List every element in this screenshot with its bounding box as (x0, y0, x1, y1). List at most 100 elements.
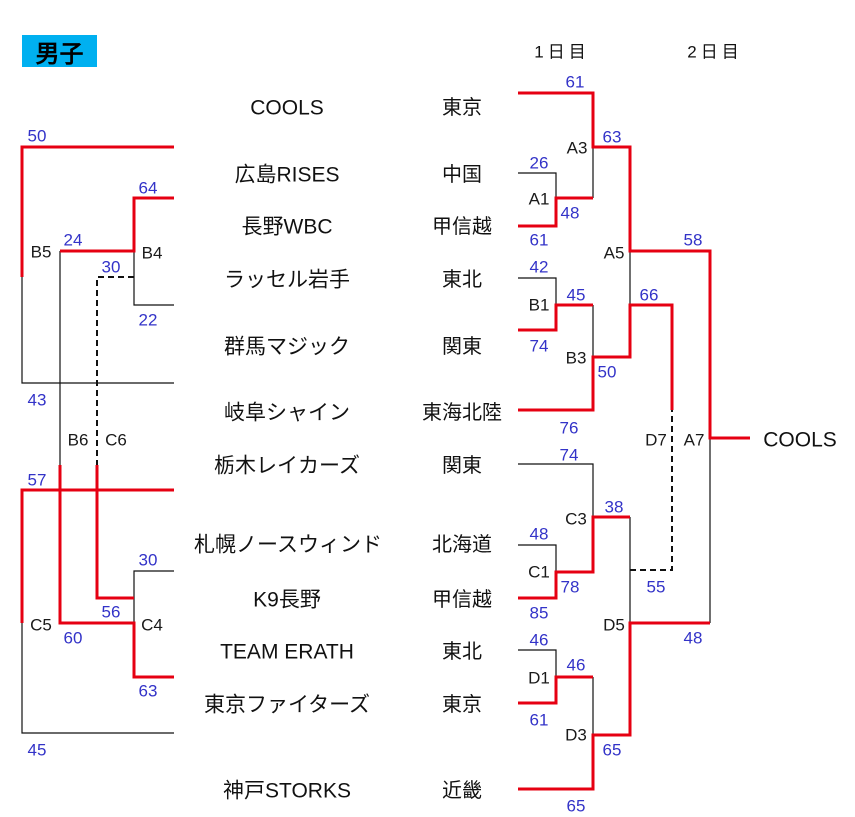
line-a1-top (518, 172, 557, 198)
team-name: COOLS (250, 96, 324, 120)
dashed-path-c6 (96, 276, 134, 465)
score-a5-bottom: 50 (597, 362, 617, 382)
match-label-c4: C4 (141, 615, 163, 635)
score-b1-bottom: 74 (529, 336, 549, 356)
win-path-tokyo (518, 675, 593, 705)
score-c1-bottom: 85 (529, 603, 549, 623)
section-label: 男子 (22, 35, 97, 68)
team-region: 関東 (442, 336, 482, 358)
win-path-c4-b6 (58, 465, 174, 679)
score-c6-bottom: 56 (101, 602, 121, 622)
score-b1-top: 42 (529, 257, 549, 277)
line-c4-upper (133, 570, 174, 623)
score-d7-top: 66 (639, 285, 659, 305)
score-d3-top: 46 (566, 655, 586, 675)
match-label-b3: B3 (565, 348, 587, 368)
match-label-c6: C6 (105, 430, 127, 450)
match-label-b6: B6 (67, 430, 89, 450)
score-c5-bottom: 45 (27, 740, 47, 760)
score-a5-top: 63 (602, 127, 622, 147)
score-c4-top: 30 (138, 550, 158, 570)
win-path-c6 (95, 465, 134, 600)
line-c1-top (518, 544, 557, 572)
team-region: 東北 (442, 641, 482, 663)
win-path-b4 (60, 196, 174, 253)
win-path-nagano-wbc (518, 196, 593, 228)
line-b5-lower (21, 277, 174, 384)
score-a1-top: 26 (529, 153, 549, 173)
line-c5-lower (21, 623, 174, 734)
team-name: K9長野 (253, 588, 321, 612)
team-name: 広島RISES (234, 163, 340, 187)
match-label-d5: D5 (603, 615, 625, 635)
score-b3-bottom: 76 (559, 418, 579, 438)
team-name: 札幌ノースウィンド (194, 533, 382, 557)
team-name: 神戸STORKS (223, 779, 351, 803)
team-region: 東北 (442, 269, 482, 291)
score-d1-top: 46 (529, 630, 549, 650)
match-label-b1: B1 (528, 295, 550, 315)
match-label-b5: B5 (30, 242, 52, 262)
team-name: 栃木レイカーズ (214, 454, 360, 478)
team-region: 甲信越 (432, 216, 492, 238)
score-b4-top: 64 (138, 178, 158, 198)
score-b5-top: 50 (27, 126, 47, 146)
team-name: 東京ファイターズ (203, 693, 371, 717)
day-header-1: 1日目 (534, 42, 590, 62)
win-path-b5 (20, 145, 174, 277)
match-label-a3: A3 (566, 138, 588, 158)
score-c3-top: 74 (559, 445, 579, 465)
score-d1-bottom: 61 (529, 710, 549, 730)
team-region: 関東 (442, 455, 482, 477)
score-a7-top: 58 (683, 230, 703, 250)
score-c6-top: 30 (101, 257, 121, 277)
score-d3-bottom: 65 (566, 796, 586, 816)
team-name: 長野WBC (241, 215, 333, 239)
team-region: 近畿 (442, 780, 482, 802)
match-label-c1: C1 (528, 562, 550, 582)
champion-name: COOLS (763, 428, 837, 452)
score-b3-top: 45 (566, 285, 586, 305)
score-a3-top: 61 (565, 72, 585, 92)
score-b4-bottom: 22 (138, 310, 158, 330)
score-b6-top: 24 (63, 230, 83, 250)
match-label-d3: D3 (565, 725, 587, 745)
score-b6-bottom: 60 (63, 628, 83, 648)
match-label-d7: D7 (645, 430, 667, 450)
line-b4-lower (133, 251, 174, 306)
score-a3-bottom: 48 (560, 203, 580, 223)
score-d7-bottom: 55 (646, 577, 666, 597)
line-b1-top (518, 277, 557, 305)
team-region: 東京 (442, 694, 482, 716)
win-path-c5 (20, 488, 174, 623)
match-label-a1: A1 (528, 189, 550, 209)
team-name: 岐阜シャイン (224, 401, 350, 425)
match-label-c3: C3 (565, 509, 587, 529)
score-c5-top: 57 (27, 470, 47, 490)
score-c3-bottom: 78 (560, 577, 580, 597)
win-path-cools (518, 91, 750, 440)
score-a1-bottom: 61 (529, 230, 549, 250)
match-label-d1: D1 (528, 668, 550, 688)
score-d5-top: 38 (604, 497, 624, 517)
match-label-a7: A7 (683, 430, 705, 450)
team-region: 北海道 (432, 534, 492, 556)
team-name: TEAM ERATH (220, 640, 354, 664)
score-c1-top: 48 (529, 524, 549, 544)
match-label-a5: A5 (603, 243, 625, 263)
team-region: 東海北陸 (422, 402, 502, 424)
team-region: 中国 (442, 164, 482, 186)
team-region: 東京 (442, 97, 482, 119)
line-d1-top (518, 649, 557, 677)
score-c4-bottom: 63 (138, 681, 158, 701)
win-path-kobe (518, 621, 710, 791)
team-name: 群馬マジック (224, 335, 350, 359)
win-path-k9 (518, 515, 630, 600)
score-d5-bottom: 65 (602, 740, 622, 760)
team-name: ラッセル岩手 (224, 268, 350, 292)
score-a7-bottom: 48 (683, 628, 703, 648)
win-path-gunma (518, 303, 593, 332)
dashed-path-d7 (630, 410, 673, 571)
line-c3-top (518, 463, 594, 517)
